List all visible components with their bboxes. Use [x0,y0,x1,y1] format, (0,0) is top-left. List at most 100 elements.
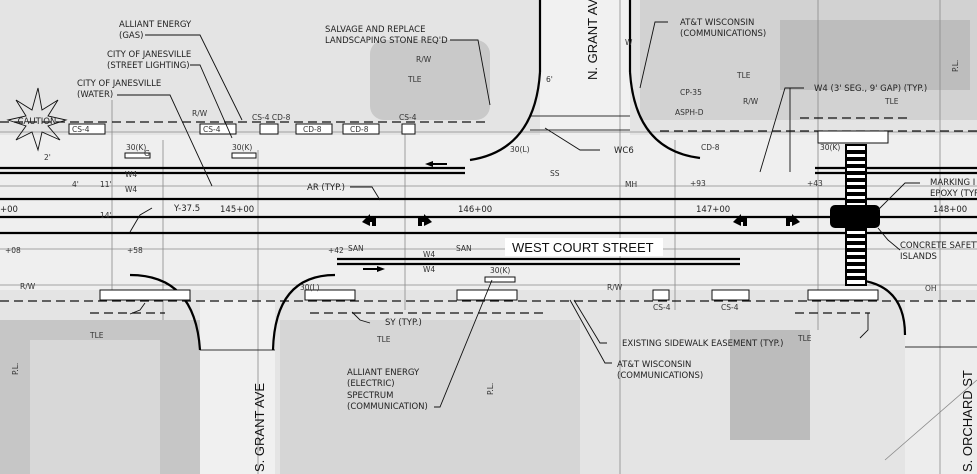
mark-cs4: CS-4 [721,303,739,312]
callout-w4-typ: W4 (3' SEG., 9' GAP) (TYP.) [814,84,927,94]
callout-city-lighting: (STREET LIGHTING) [107,61,190,71]
mark-30k: 30(K) [490,266,510,275]
callout-alliant-electric: (COMMUNICATION) [347,402,428,412]
turn-arrow-icon [786,214,800,226]
mark-30l: 30(L) [510,145,530,154]
callout-marking-epoxy: EPOXY (TYP [930,189,977,199]
callout-alliant-electric: ALLIANT ENERGY [347,368,420,378]
mark-rw: R/W [607,283,623,292]
leader-lines [117,21,920,408]
mark-cs4: CS-4 [72,125,90,134]
mark-san: SAN [348,244,364,253]
dimension-label: 4' [72,180,79,189]
street-name-west-court: WEST COURT STREET [512,240,654,255]
callout-city-lighting: CITY OF JANESVILLE [107,50,191,60]
mark-w: W [625,38,633,47]
station-label: +00 [0,205,18,215]
callout-att-north: AT&T WISCONSIN [680,18,754,28]
callout-att-south: (COMMUNICATIONS) [617,371,703,381]
callout-wc6: WC6 [614,146,634,156]
crosswalk-stripe [846,192,866,196]
crosswalk-stripe [846,150,866,154]
lane-arrow-icons [362,161,800,272]
mark-mh: MH [625,180,637,189]
crosswalk-stripe [846,269,866,273]
mark-cs4-cd8: CS-4 CD-8 [252,113,291,122]
callout-concrete-islands: CONCRETE SAFETY [900,241,977,251]
crosswalk-stripe [846,241,866,245]
mark-30l: 30(L) [300,283,320,292]
mark-rw: R/W [192,109,208,118]
crosswalk-stripe [846,248,866,252]
through-arrow-icon [425,161,447,167]
dimension-label: 6' [546,75,553,84]
mark-cd8: CD-8 [350,125,369,134]
dimension-label: 11' [100,180,112,189]
mark-pl: P.L. [486,383,495,395]
mark-san: SAN [456,244,472,253]
mark-tle: TLE [376,335,391,344]
turn-arrow-icon [418,214,432,226]
mark-tle: TLE [89,331,104,340]
dimension-label: +08 [5,246,21,255]
mark-oh: OH [925,284,937,293]
callout-ar-typ: AR (TYP.) [307,183,345,193]
dimension-label: +42 [328,246,344,255]
street-name-s-grant: S. GRANT AVE [252,383,267,472]
callout-alliant-gas: ALLIANT ENERGY [119,20,192,30]
mark-pl: P.L. [11,363,20,375]
crosswalk-stripe [846,171,866,175]
street-name-s-orchard: S. ORCHARD ST [960,370,975,472]
station-label: 148+00 [933,205,967,215]
mark-asph-d: ASPH-D [675,108,704,117]
callout-alliant-electric: (ELECTRIC) [347,379,395,389]
mark-30k: 30(K) [126,143,146,152]
callout-salvage-stone: LANDSCAPING STONE REQ'D [325,36,448,46]
crosswalk-stripe [846,164,866,168]
callout-alliant-electric: SPECTRUM [347,391,393,401]
crosswalk-stripe [846,276,866,280]
mark-cd8: CD-8 [303,125,322,134]
mark-30k: 30(K) [232,143,252,152]
callout-alliant-gas: (GAS) [119,31,143,41]
mark-rw: R/W [20,282,36,291]
station-label: 145+00 [220,205,254,215]
mark-cd8: CD-8 [701,143,720,152]
mark-cp35: CP-35 [680,88,702,97]
mark-cs4: CS-4 [653,303,671,312]
station-label: 147+00 [696,205,730,215]
mark-rw: R/W [743,97,759,106]
crosswalk-stripe [846,262,866,266]
street-name-n-grant: N. GRANT AVE [585,0,600,80]
callout-sy-typ: SY (TYP.) [385,318,422,328]
dimension-label: 14' [100,211,112,220]
callout-city-water: (WATER) [77,90,113,100]
mark-pl: P.L. [951,60,960,72]
mark-rw: R/W [416,55,432,64]
mark-tle: TLE [884,97,899,106]
callout-att-south: AT&T WISCONSIN [617,360,691,370]
station-label: 146+00 [458,205,492,215]
mark-w4: W4 [125,170,137,179]
mark-tle: TLE [797,334,812,343]
mark-cs4: CS-4 [203,125,221,134]
crosswalk-stripe [846,199,866,203]
callout-salvage-stone: SALVAGE AND REPLACE [325,25,426,35]
turn-arrow-icon [362,214,376,226]
dimension-label: +43 [807,179,823,188]
caution-starburst: CAUTION [6,87,68,152]
mark-tle: TLE [736,71,751,80]
through-arrow-icon [363,266,385,272]
caution-label: CAUTION [18,117,57,127]
dimension-label: +58 [127,246,143,255]
crosswalk-stripe [846,178,866,182]
mark-ss: SS [550,169,560,178]
mark-w4: W4 [423,250,435,259]
dimension-label: +93 [690,179,706,188]
crosswalk-stripe [846,255,866,259]
crosswalk-stripe [846,227,866,231]
